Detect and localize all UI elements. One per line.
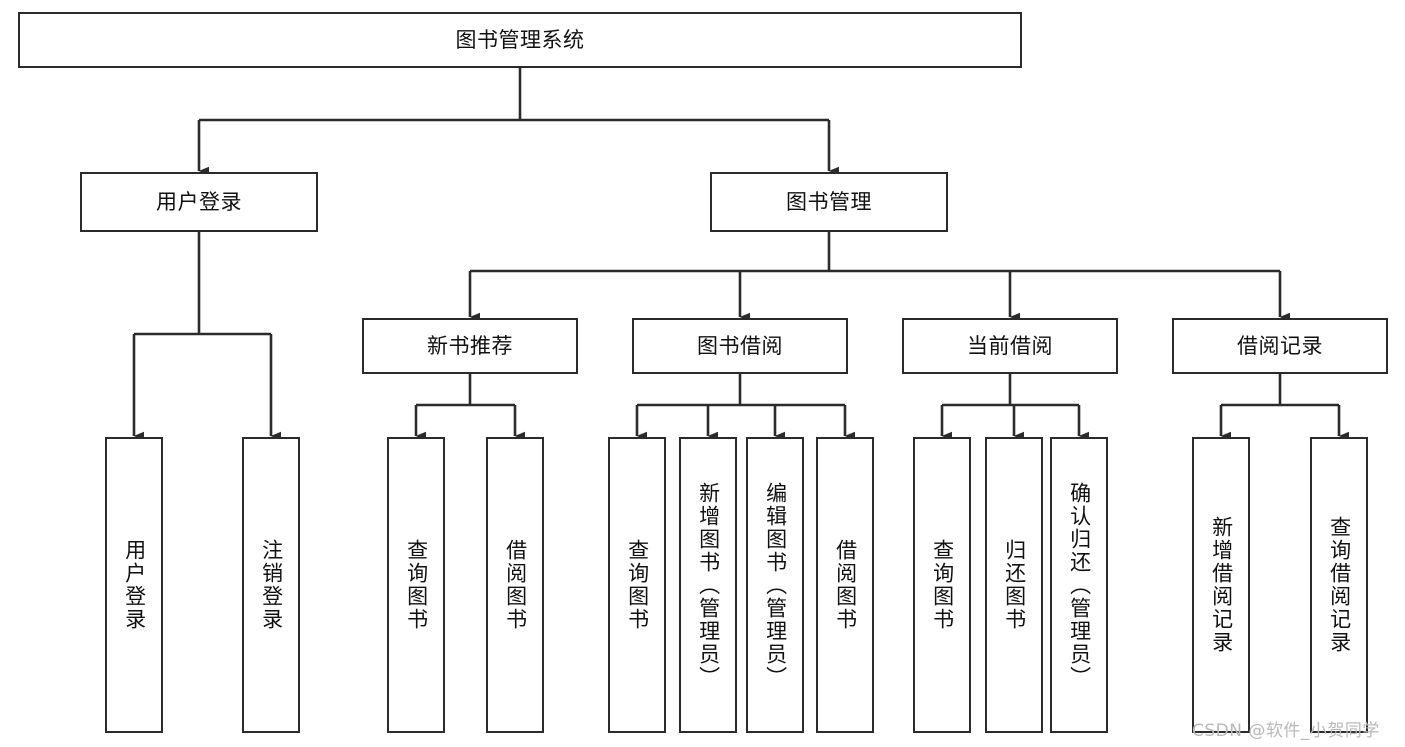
node-label: 新增图书（管理员） [696, 481, 721, 689]
node-user-login[interactable]: 用户登录 [80, 172, 318, 232]
node-label: 图书管理系统 [455, 27, 585, 52]
node-new-book-rec[interactable]: 新书推荐 [362, 318, 578, 374]
node-label: 借阅图书 [503, 539, 528, 631]
node-label: 查询借阅记录 [1327, 516, 1352, 654]
node-label: 查询图书 [930, 539, 955, 631]
node-leaf-bb-borrow[interactable]: 借阅图书 [816, 437, 874, 733]
node-leaf-cb-confirm[interactable]: 确认归还（管理员） [1050, 437, 1108, 733]
node-leaf-cb-return[interactable]: 归还图书 [985, 437, 1043, 733]
node-label: 归还图书 [1002, 539, 1027, 631]
node-leaf-bb-add[interactable]: 新增图书（管理员） [679, 437, 737, 733]
node-label: 新增借阅记录 [1209, 516, 1234, 654]
node-current-borrow[interactable]: 当前借阅 [902, 318, 1118, 374]
node-leaf-bb-query[interactable]: 查询图书 [608, 437, 666, 733]
node-label: 新书推荐 [427, 333, 513, 358]
node-label: 用户登录 [156, 189, 242, 214]
node-label: 用户登录 [122, 539, 147, 631]
node-label: 借阅记录 [1237, 333, 1323, 358]
node-label: 查询图书 [625, 539, 650, 631]
node-leaf-rec-borrow[interactable]: 借阅图书 [486, 437, 544, 733]
node-label: 注销登录 [259, 539, 284, 631]
node-leaf-user-login[interactable]: 用户登录 [105, 437, 163, 733]
node-book-borrow[interactable]: 图书借阅 [632, 318, 848, 374]
edge-paths [132, 68, 1350, 441]
node-leaf-user-logout[interactable]: 注销登录 [242, 437, 300, 733]
node-label: 查询图书 [404, 539, 429, 631]
csdn-watermark: CSDN @软件_小贺同学 [1192, 721, 1380, 741]
node-label: 图书借阅 [697, 333, 783, 358]
node-leaf-bb-edit[interactable]: 编辑图书（管理员） [746, 437, 804, 733]
node-leaf-br-add[interactable]: 新增借阅记录 [1192, 437, 1250, 733]
node-leaf-cb-query[interactable]: 查询图书 [913, 437, 971, 733]
node-root[interactable]: 图书管理系统 [18, 12, 1022, 68]
node-label: 图书管理 [786, 189, 872, 214]
node-label: 借阅图书 [833, 539, 858, 631]
node-leaf-br-query[interactable]: 查询借阅记录 [1310, 437, 1368, 733]
node-borrow-record[interactable]: 借阅记录 [1172, 318, 1388, 374]
node-book-manage[interactable]: 图书管理 [710, 172, 948, 232]
node-label: 当前借阅 [967, 333, 1053, 358]
node-label: 编辑图书（管理员） [763, 481, 788, 689]
node-leaf-rec-query[interactable]: 查询图书 [387, 437, 445, 733]
node-label: 确认归还（管理员） [1067, 481, 1092, 689]
